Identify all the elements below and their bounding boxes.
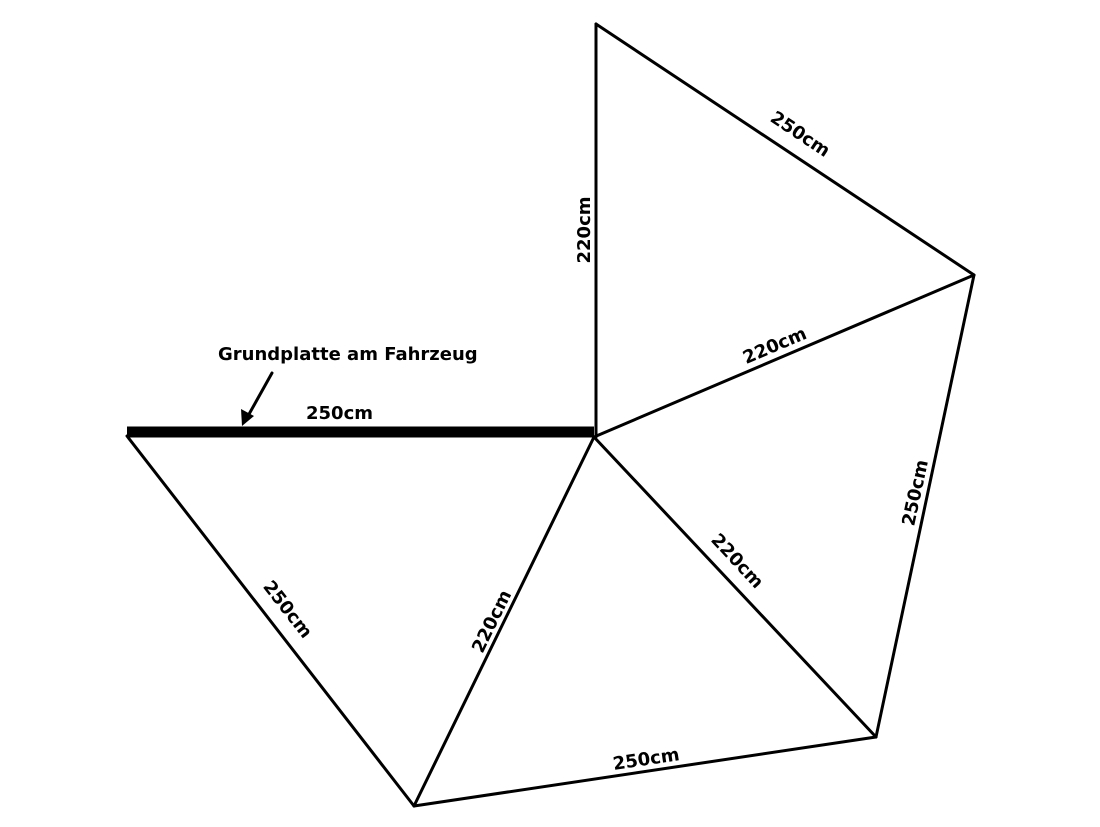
- inner-lower-left-edge: [412, 435, 596, 808]
- right-outer-edge: [874, 273, 976, 739]
- bottom-edge: [412, 735, 878, 808]
- left-outer-dimension-label: 250cm: [258, 577, 316, 643]
- inner-upper-dimension-label: 220cm: [740, 323, 810, 369]
- callout-arrow-icon: [241, 371, 274, 426]
- inner-upper-edge: [592, 273, 976, 439]
- top-right-edge: [594, 22, 976, 277]
- top-right-dimension-label: 250cm: [766, 107, 833, 162]
- inner-lower-right-dimension-label: 220cm: [706, 530, 767, 593]
- base-dimension-label: 250cm: [306, 403, 373, 424]
- left-outer-edge: [125, 434, 416, 808]
- vertical-dimension-label: 220cm: [574, 197, 595, 264]
- callout-label: Grundplatte am Fahrzeug: [218, 344, 478, 365]
- inner-lower-right-edge: [592, 435, 878, 739]
